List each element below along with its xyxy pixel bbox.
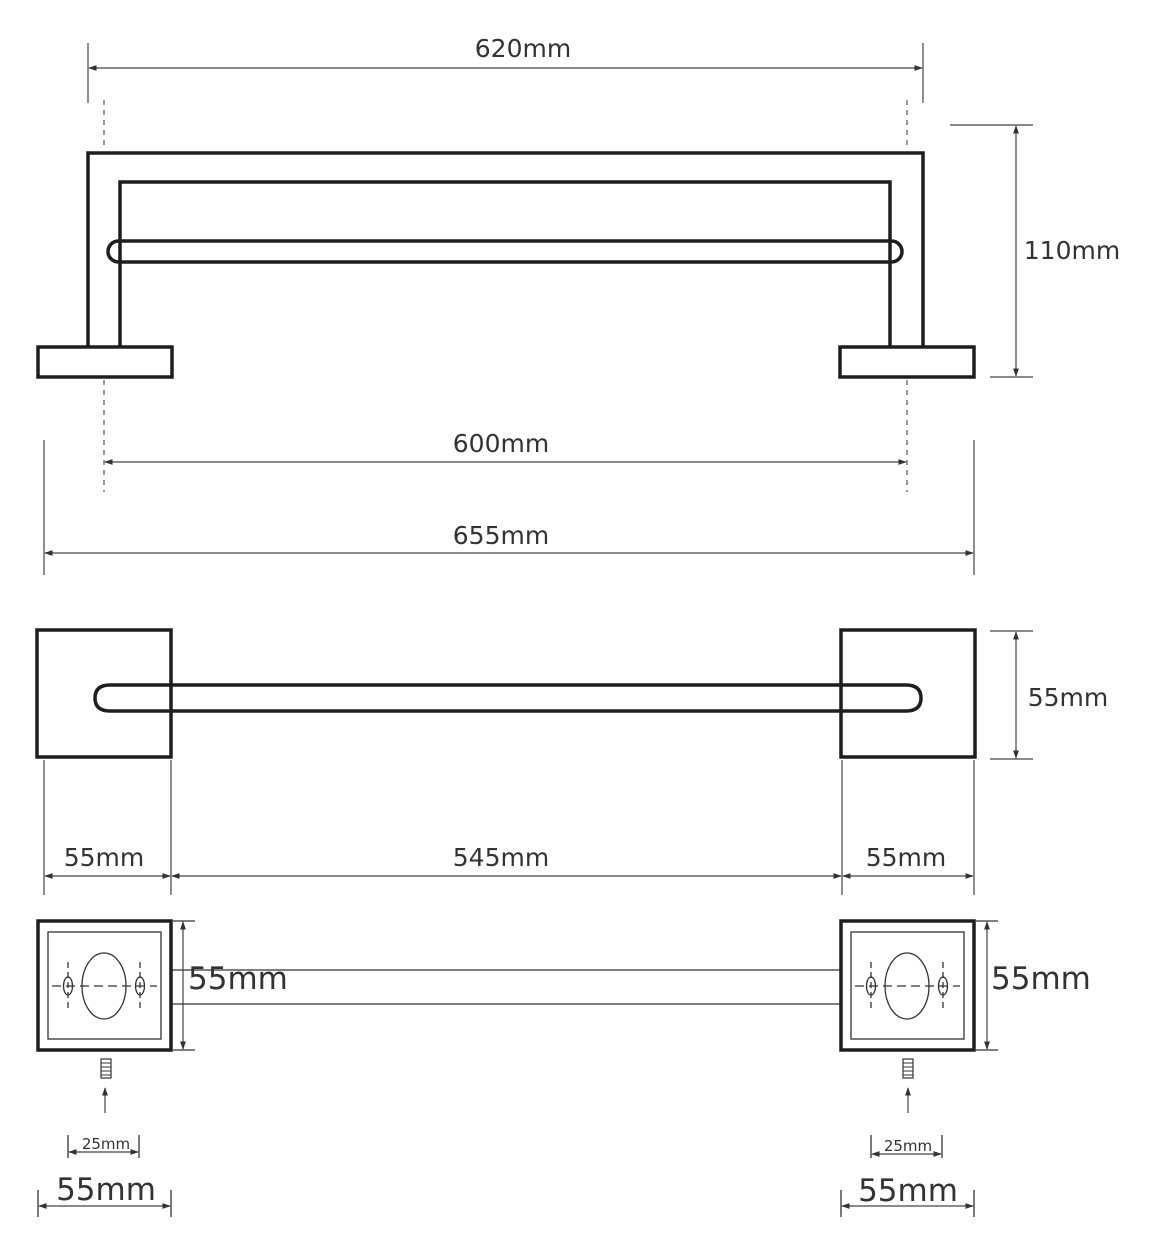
left-set-screw-icon bbox=[100, 1058, 112, 1079]
dim-label-left-wall-width: 55mm bbox=[56, 1172, 156, 1208]
left-screw-slot-2 bbox=[134, 976, 146, 996]
right-screw-slot-2 bbox=[937, 976, 949, 996]
dim-label-left-screw-spacing: 25mm bbox=[82, 1135, 130, 1153]
bracket-inner bbox=[118, 180, 892, 346]
dim-label-left-plate: 55mm bbox=[64, 843, 145, 872]
front-right-plate bbox=[839, 628, 977, 759]
left-wall-plate bbox=[36, 919, 173, 1052]
bracket-outer bbox=[86, 151, 925, 346]
right-set-screw-icon bbox=[902, 1058, 914, 1079]
dim-label-centers: 600mm bbox=[453, 429, 549, 458]
dim-label-right-wall-width: 55mm bbox=[858, 1173, 958, 1209]
left-screw-slot-1 bbox=[62, 976, 74, 996]
right-screw-slot-1 bbox=[865, 976, 877, 996]
dim-label-right-wall-height: 55mm bbox=[991, 961, 1091, 997]
top-view: 620mm 110mm 600mm 655mm bbox=[36, 34, 1120, 575]
dim-label-right-screw-spacing: 25mm bbox=[884, 1137, 932, 1155]
front-view: 55mm 55mm 545mm 55mm bbox=[35, 628, 1109, 895]
dim-label-right-plate: 55mm bbox=[866, 843, 947, 872]
left-mount-plate bbox=[36, 345, 174, 379]
wall-mount-view: 55mm 25mm 55mm bbox=[36, 919, 1091, 1217]
towel-rod-front bbox=[93, 683, 923, 713]
front-left-plate bbox=[35, 628, 173, 759]
dim-label-span: 545mm bbox=[453, 843, 549, 872]
right-wall-plate bbox=[839, 919, 976, 1052]
towel-rod-side bbox=[106, 239, 904, 264]
dim-label-height: 110mm bbox=[1024, 236, 1120, 265]
dim-label-plate-height: 55mm bbox=[1028, 683, 1109, 712]
dim-label-overall-bar: 620mm bbox=[475, 34, 571, 63]
dim-label-total: 655mm bbox=[453, 521, 549, 550]
right-mount-plate bbox=[838, 345, 976, 379]
dim-label-left-wall-height: 55mm bbox=[188, 961, 288, 997]
